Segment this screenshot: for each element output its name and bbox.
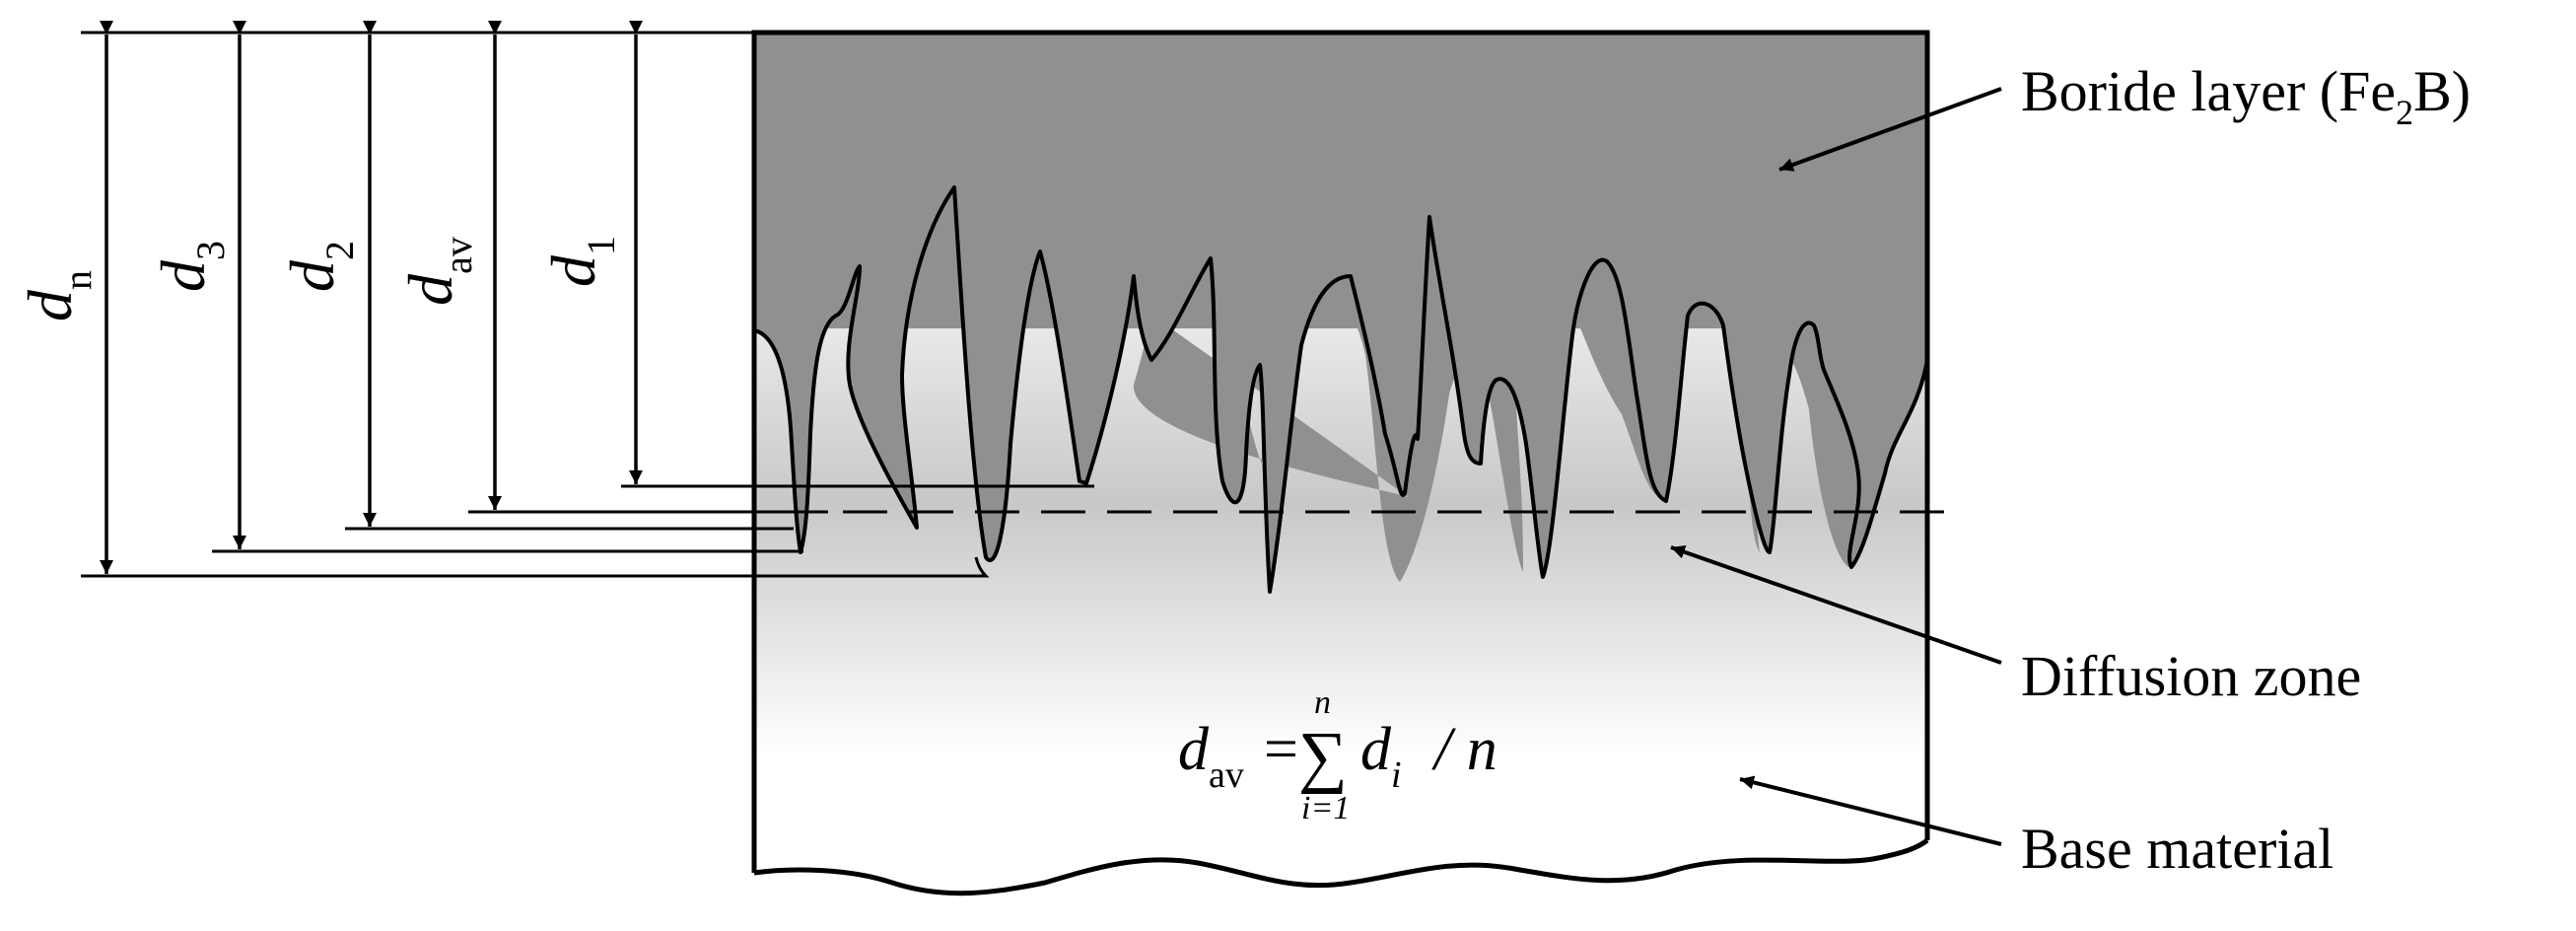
formula-lhs: dav [1178,716,1244,796]
sample-outline [751,30,1930,873]
base-material-label: Base material [2021,817,2333,881]
formula-sum-upper: n [1314,684,1331,721]
callouts: Boride layer (Fe2B) Diffusion zone Base … [1670,59,2471,881]
base-wavy-edge [753,837,1929,896]
boride-interface-profile [752,31,1929,594]
formula-sum: ∑ [1298,719,1348,795]
diffusion-zone-label: Diffusion zone [2021,644,2361,708]
boride-layer-label: Boride layer (Fe2B) [2021,59,2471,132]
dimension-labels: dn d3 d2 dav d1 [15,236,623,322]
formula-sum-lower: i=1 [1301,790,1350,826]
boride-layer-pointer [1778,87,2002,172]
label-d1: d1 [538,236,623,287]
average-depth-formula: dav = ∑ n i=1 di / n [1178,684,1497,826]
dimension-arrows [100,21,643,574]
label-dn: dn [15,270,100,322]
depth-leader-lines [81,484,1094,578]
label-d3: d3 [148,241,233,292]
formula-equals: = [1264,716,1298,783]
formula-divide: / n [1431,716,1497,783]
label-dav: dav [395,237,480,306]
leader-dn [81,556,990,578]
base-material-pointer [1739,775,2002,846]
formula-term: di [1360,716,1402,796]
label-d2: d2 [277,241,362,292]
diffusion-zone-pointer [1670,545,2002,665]
